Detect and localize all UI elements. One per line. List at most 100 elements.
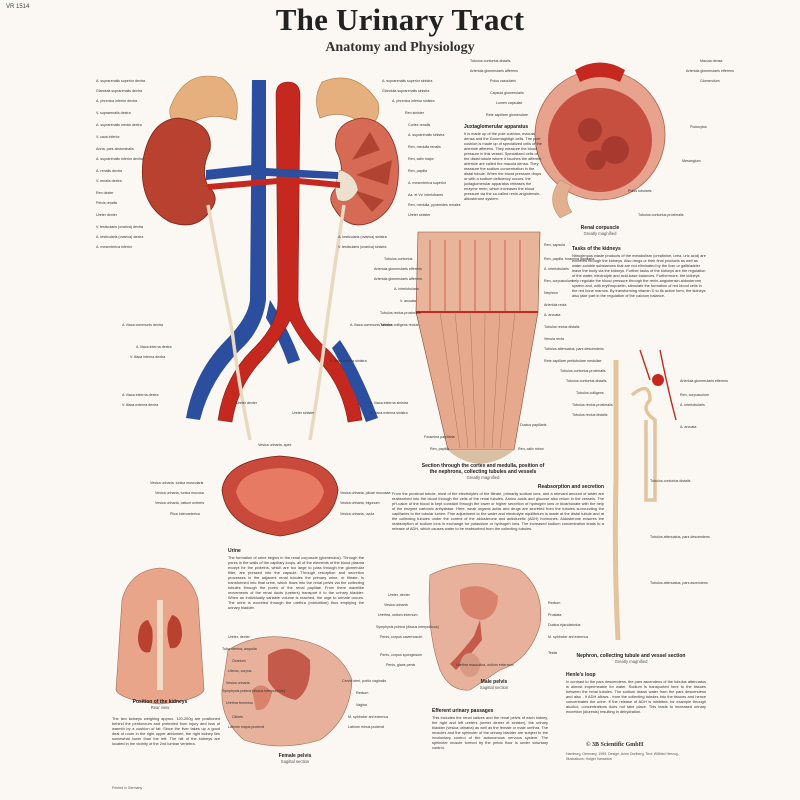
- label-a-suprarenalis-superior-dextra: A. suprarenalis superior dextra: [96, 79, 145, 83]
- label-section-ductus-papillaris: Ductus papillaris: [520, 423, 547, 427]
- label-section-v-arcuata: V. arcuata: [400, 299, 417, 303]
- label-ren-medulla-renalis: Ren, medulla renalis: [408, 145, 441, 149]
- label-plica-interureterica: Plica interureterica: [170, 512, 200, 516]
- label-male-ureter-dexter: Ureter, dexter: [388, 593, 410, 597]
- label-corpuscle-arteriola-efferens: Arteriola glomerularis efferens: [686, 69, 734, 73]
- label-section-tubulus-contortus: Tubulus contortus: [384, 257, 413, 261]
- label-female-vesica-urinaria: Vesica urinaria: [226, 681, 250, 685]
- label-female-sphincter: M. sphincter ani externus: [348, 715, 389, 719]
- label-female-vagina: Vagina: [356, 703, 367, 707]
- label-nephron-attenuatus-ascendens: Tubulus attenuatus, pars ascendens: [650, 581, 708, 585]
- label-a-mesenterica-superior: A. mesenterica superior: [408, 181, 446, 185]
- label-ren-capsula: Ren, capsula: [544, 243, 565, 247]
- label-male-glans-penis: Penis, glans penis: [386, 663, 416, 667]
- label-a-phrenica-inferior-sinistra: A. phrenica inferior sinistra: [392, 99, 435, 103]
- kidney-position-text: The two kidneys weighing approx. 120-200…: [112, 716, 220, 746]
- label-a-mesenterica-inferior: A. mesenterica inferior: [96, 245, 132, 249]
- label-v-testicularis-sinistra: V. testicularis (ovarica) sinistra: [338, 245, 387, 249]
- label-male-corpus-spongiosum: Penis, corpus spongiosum: [380, 653, 423, 657]
- nephron-caption: Nephron, collecting tubule and vessel se…: [576, 653, 686, 664]
- label-lumen-capsulae: Lumen capsulae: [496, 101, 523, 105]
- label-capsula-glomerularis: Capsula glomerularis: [490, 91, 524, 95]
- cortex-medulla-section-illustration: [415, 231, 541, 464]
- label-ren-sinister: Ren sinister: [405, 111, 424, 115]
- label-ren-papilla: Ren, papilla: [408, 169, 427, 173]
- label-section-rete-capillare: Rete capillare peritubulare medullae: [544, 359, 602, 363]
- label-corpuscle-tubulus-distalis: Tubulus contortus distalis: [470, 59, 511, 63]
- label-section-foramina-papillaria-top: Ren, papilla, foramina papillaria: [544, 257, 595, 261]
- label-male-rectum: Rectum: [548, 601, 561, 605]
- label-nephron-tubulus-distalis-top: Tubulus contortus distalis: [566, 379, 607, 383]
- publisher-credits: Hamburg, Germany, 1999. Design: Anne Dor…: [566, 752, 679, 761]
- label-male-symphysis: Symphysis pubica (discus interpubicus): [376, 625, 439, 629]
- label-ren-calix-major: Ren, calix major: [408, 157, 434, 161]
- label-a-iliaca-communis-dextra: A. iliaca communis dextra: [122, 323, 163, 327]
- label-a-suprarenalis-media-dextra: A. suprarenalis media dextra: [96, 123, 142, 127]
- label-v-iliaca-externa-dextra: V. iliaca externa dextra: [122, 403, 159, 407]
- label-nephron-arteriola-efferens: Arteriola glomerularis efferens: [680, 379, 728, 383]
- label-section-arteriola-afferens: Arteriola glomerularis afferens: [374, 277, 422, 281]
- label-vesica-apex: Vesica urinaria, apex: [258, 443, 292, 447]
- label-section-ren-corpusculum: Ren, corpusculum: [544, 279, 573, 283]
- label-section-a-interlobularis-right: A. interlobularis: [544, 267, 569, 271]
- ureter-right: [206, 204, 252, 441]
- label-ren-dexter: Ren dexter: [96, 191, 114, 195]
- label-male-prostata: Prostata: [548, 613, 562, 617]
- label-a-iliaca-externa-sinistra: A. iliaca externa sinistra: [370, 401, 408, 405]
- vena-cava: [186, 80, 266, 420]
- label-a-iliaca-interna-dextra: A. iliaca interna dextra: [136, 345, 172, 349]
- label-a-iliaca-externa-dextra: A. iliaca externa dextra: [122, 393, 159, 397]
- poster-code: VR 1514: [6, 4, 30, 10]
- label-section-foramina-papillaria: Foramina papillaria: [424, 435, 455, 439]
- printed-in-note: Printed in Germany: [112, 786, 143, 790]
- ureter-left: [308, 204, 346, 441]
- label-v-renalis-dextra: V. renalis dextra: [96, 179, 122, 183]
- section-caption: Section through the cortex and medulla, …: [421, 463, 545, 480]
- label-polus-tubularis: Polus tubularis: [628, 189, 652, 193]
- label-male-urethra-ostium-externum: Urethra masculina, ostium externum: [456, 663, 514, 667]
- label-female-ureter-dexter: Ureter, dexter: [228, 635, 250, 639]
- label-male-vesica-urinaria: Vesica urinaria: [384, 603, 408, 607]
- label-nephron-a-interlobularis: A. interlobularis: [680, 403, 705, 407]
- label-nephron-attenuatus-descendens: Tubulus attenuatus, pars descendens: [650, 535, 710, 539]
- label-interlobares: Aa. et Vv. interlobares: [408, 193, 444, 197]
- label-vesica-uvula: Vesica urinaria, uvula: [340, 512, 375, 516]
- label-male-sphincter: M. sphincter ani externus: [548, 635, 589, 639]
- renal-corpuscle-illustration: [534, 62, 666, 219]
- label-section-tubulus-rectus-distalis: Tubulus rectus distalis: [544, 325, 580, 329]
- label-polus-vascularis: Polus vascularis: [490, 79, 516, 83]
- kidney-position-illustration: [115, 567, 205, 705]
- label-a-iliaca-communis-sinistra: A. iliaca communis sinistra: [350, 323, 393, 327]
- aorta: [217, 81, 363, 423]
- label-a-suprarenalis-inferior-dextra: A. suprarenalis inferior dextra: [96, 157, 143, 161]
- label-v-iliaca-interna-dextra: V. iliaca interna dextra: [130, 355, 166, 359]
- publisher-brand: © 3B Scientific GmbH: [586, 742, 644, 748]
- label-section-tubulus-rectus-proximalis: Tubulus rectus proximalis: [380, 311, 421, 315]
- label-section-a-interlobularis: A. interlobularis: [394, 287, 419, 291]
- label-nephron-tubulus-rectus-distalis: Tubulus rectus distalis: [572, 413, 608, 417]
- label-section-tubulus-colligens-rectus: Tubulus colligens rectus: [380, 323, 419, 327]
- label-a-renalis-dextra: A. renalis dextra: [96, 169, 122, 173]
- label-female-clitoris: Clitoris: [232, 715, 243, 719]
- label-nephron-a-arcuata: A. arcuata: [680, 425, 697, 429]
- label-female-rectum: Rectum: [356, 691, 369, 695]
- label-section-nephron: Nephron: [544, 291, 558, 295]
- label-glandula-suprarenalis-sinistra: Glandula suprarenalis sinistra: [382, 89, 430, 93]
- kidney-right: [141, 117, 216, 226]
- label-section-ren-papilla: Ren, papilla: [430, 447, 449, 451]
- label-section-arteriola-efferens: Arteriola glomerularis efferens: [374, 267, 422, 271]
- label-mesangium: Mesangium: [682, 159, 701, 163]
- label-a-suprarenalis-sinistra: A. suprarenalis sinistra: [408, 133, 445, 137]
- label-vesica-plicae-mucosae: Vesica urinaria, plicae mucosae: [340, 491, 391, 495]
- label-section-ren-calix-minor: Ren, calix minor: [518, 447, 544, 451]
- label-cortex-renalis: Cortex renalis: [408, 123, 431, 127]
- label-female-urethra: Urethra feminina: [226, 701, 253, 705]
- label-glomerulum: Glomerulum: [700, 79, 720, 83]
